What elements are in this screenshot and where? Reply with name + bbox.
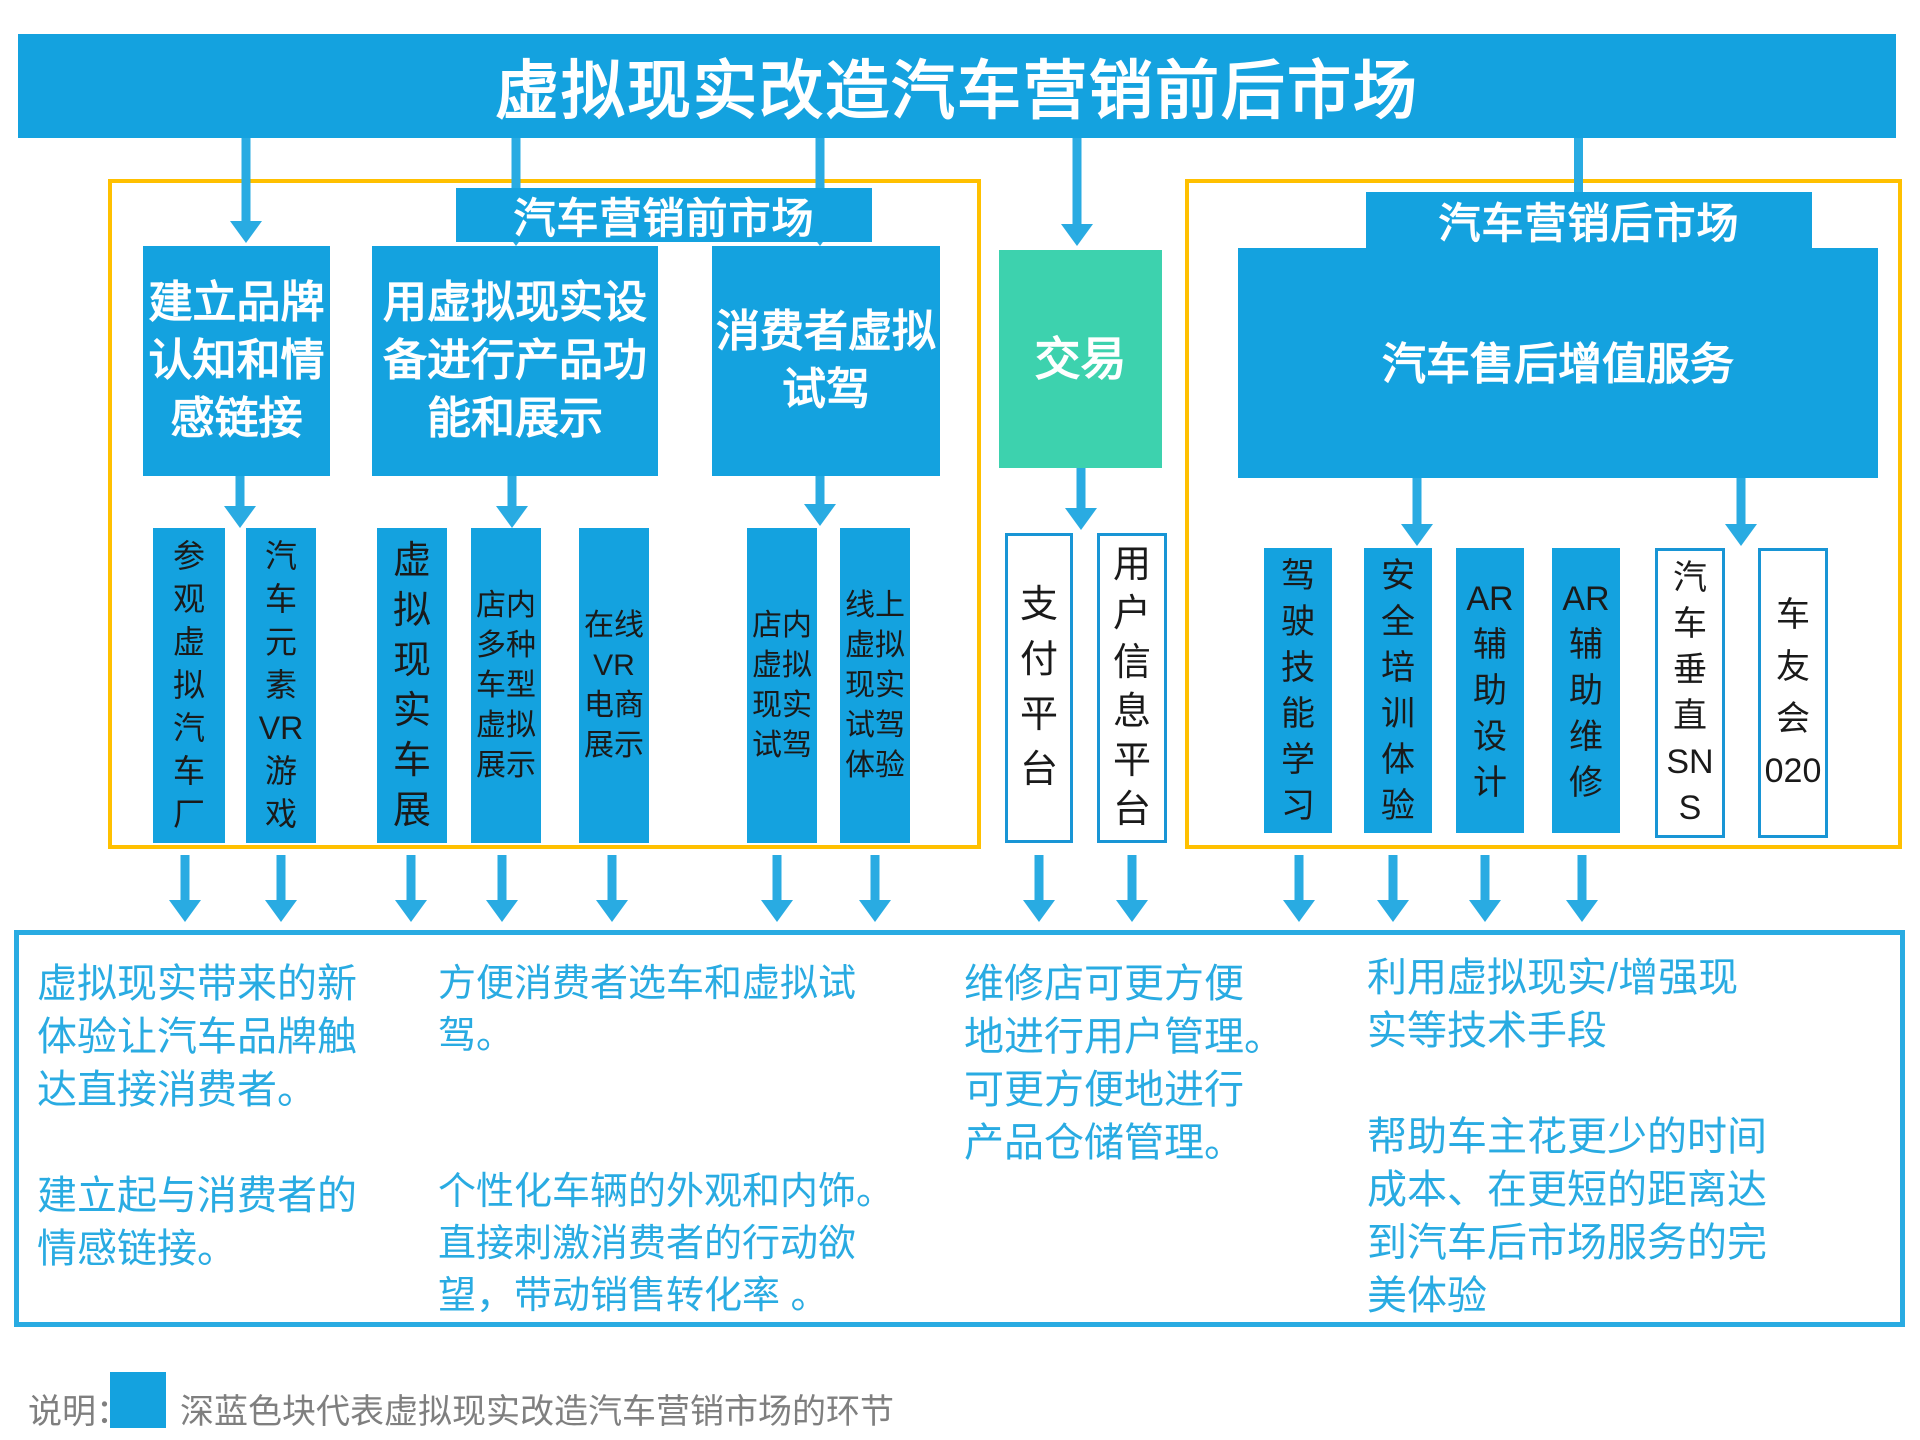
sub-box-payment-platform: 支 付 平 台 xyxy=(1005,533,1073,843)
down-arrow xyxy=(1469,855,1501,922)
pre-market-label: 汽车营销前市场 xyxy=(456,188,872,242)
benefit-text-3: 维修店可更方便 地进行用户管理。 可更方便地进行 产品仓储管理。 xyxy=(964,962,1284,1165)
down-arrow xyxy=(859,855,891,922)
down-arrow xyxy=(761,855,793,922)
down-arrow xyxy=(1023,855,1055,922)
down-connector-line xyxy=(1574,138,1583,194)
down-arrow xyxy=(265,855,297,922)
down-arrow xyxy=(486,855,518,922)
sub-box-visit-virtual-factory: 参 观 虚 拟 汽 车 厂 xyxy=(153,528,225,843)
down-arrow xyxy=(596,855,628,922)
down-arrow xyxy=(169,855,201,922)
down-arrow xyxy=(804,476,836,526)
sub-box-instore-vr-test-drive: 店内 虚拟 现实 试驾 xyxy=(747,528,817,843)
down-arrow xyxy=(230,138,262,243)
down-arrow xyxy=(1283,855,1315,922)
legend-color-swatch xyxy=(110,1372,166,1428)
benefits-panel xyxy=(14,930,1905,1327)
pre-market-group-border xyxy=(108,179,981,849)
sub-box-car-club-o2o: 车 友 会 020 xyxy=(1758,548,1828,838)
sub-box-auto-vertical-sns: 汽 车 垂 直 SN S xyxy=(1655,548,1725,838)
legend-label: 深蓝色块代表虚拟现实改造汽车营销市场的环节 xyxy=(180,1393,894,1431)
sub-box-instore-multi-model-display: 店内 多种 车型 虚拟 展示 xyxy=(471,528,541,843)
down-arrow xyxy=(395,855,427,922)
transaction-box: 交易 xyxy=(999,250,1162,468)
vr-product-display-box: 用虚拟现实设 备进行产品功 能和展示 xyxy=(372,246,658,476)
down-arrow xyxy=(1116,855,1148,922)
down-arrow xyxy=(496,476,528,528)
down-arrow xyxy=(1566,855,1598,922)
sub-box-ar-assisted-maintenance: AR 辅 助 维 修 xyxy=(1552,548,1620,833)
brand-awareness-box: 建立品牌 认知和情 感链接 xyxy=(143,246,330,476)
down-arrow xyxy=(1065,468,1097,530)
sub-box-user-info-platform: 用 户 信 息 平 台 xyxy=(1097,533,1167,843)
aftersales-value-service-box: 汽车售后增值服务 xyxy=(1238,248,1878,478)
consumer-test-drive-box: 消费者虚拟 试驾 xyxy=(712,246,940,476)
down-arrow xyxy=(1401,478,1433,546)
benefit-text-4: 利用虚拟现实/增强现 实等技术手段 帮助车主花更少的时间 成本、在更短的距离达 … xyxy=(1367,956,1767,1318)
down-arrow xyxy=(1377,855,1409,922)
down-arrow xyxy=(1061,138,1093,246)
sub-box-safety-training: 安 全 培 训 体 验 xyxy=(1364,548,1432,833)
down-arrow xyxy=(1725,478,1757,546)
sub-box-vr-auto-show: 虚 拟 现 实 车 展 xyxy=(377,528,447,843)
post-market-label: 汽车营销后市场 xyxy=(1366,192,1812,248)
sub-box-car-vr-game: 汽 车 元 素 VR 游 戏 xyxy=(246,528,316,843)
sub-box-ar-assisted-design: AR 辅 助 设 计 xyxy=(1456,548,1524,833)
benefit-text-1: 虚拟现实带来的新 体验让汽车品牌触 达直接消费者。 建立起与消费者的 情感链接。 xyxy=(37,962,357,1271)
page-title: 虚拟现实改造汽车营销前后市场 xyxy=(18,34,1896,138)
down-arrow xyxy=(224,476,256,528)
benefit-text-2: 方便消费者选车和虚拟试 驾。 个性化车辆的外观和内饰。 直接刺激消费者的行动欲 … xyxy=(438,963,895,1317)
sub-box-online-vr-test-drive: 线上 虚拟 现实 试驾 体验 xyxy=(840,528,910,843)
sub-box-online-vr-ecommerce: 在线 VR 电商 展示 xyxy=(579,528,649,843)
sub-box-driving-skill-learning: 驾 驶 技 能 学 习 xyxy=(1264,548,1332,833)
post-market-group-border xyxy=(1185,179,1902,849)
